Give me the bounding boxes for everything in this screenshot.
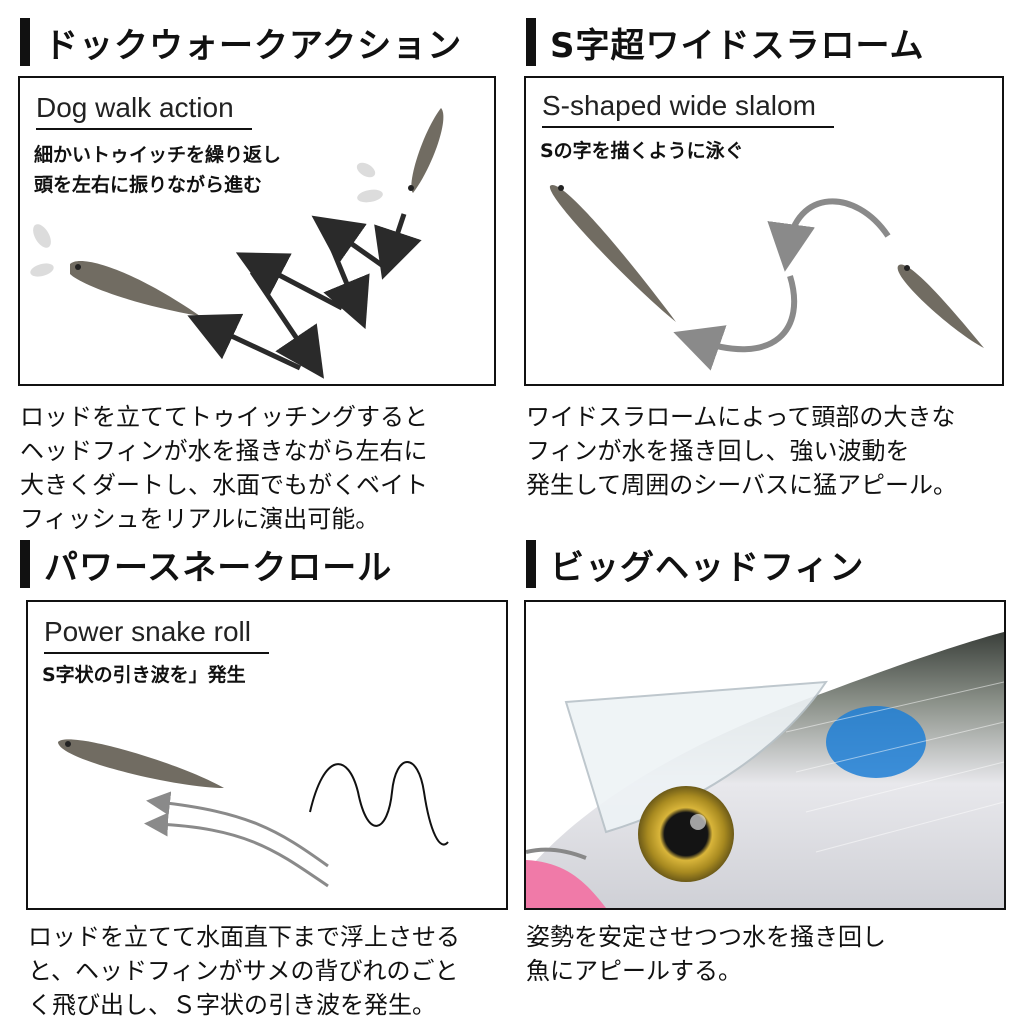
lure-icon (408, 108, 444, 193)
section-description: ロッドを立ててトゥイッチングすると ヘッドフィンが水を掻きながら左右に 大きくダ… (20, 400, 428, 536)
section-header: S字超ワイドスラローム (526, 16, 924, 68)
description-line: 魚にアピールする。 (526, 957, 742, 985)
section-title: ドックウォークアクション (44, 25, 463, 66)
illustration-panel: Power snake roll S字状の引き波を」発生 (26, 600, 508, 910)
description-line: ロッドを立てて水面直下まで浮上させる (28, 923, 460, 951)
description-line: ヘッドフィンが水を掻きながら左右に (20, 437, 428, 465)
arrow-icon (146, 791, 329, 868)
description-line: く飛び出し、Ｓ字状の引き波を発生。 (28, 991, 436, 1019)
section-description: ワイドスラロームによって頭部の大きな フィンが水を掻き回し、強い波動を 発生して… (526, 400, 957, 502)
section-header: パワースネークロール (20, 538, 392, 590)
section-header: ドックウォークアクション (20, 16, 462, 68)
lure-head-photo (526, 602, 1004, 908)
description-line: 発生して周囲のシーバスに猛アピール。 (526, 471, 958, 499)
slalom-arrows (673, 198, 891, 371)
arrow-icon (187, 313, 302, 371)
english-caption: S-shaped wide slalom (542, 90, 834, 128)
description-line: ロッドを立ててトゥイッチングすると (20, 403, 428, 431)
section-title: S字超ワイドスラローム (550, 25, 925, 66)
japanese-caption: Sの字を描くように泳ぐ (540, 136, 744, 166)
header-bar (20, 540, 30, 588)
lure-icon (70, 260, 200, 316)
section-dog-walk: ドックウォークアクション Dog walk action 細かいトゥイッチを繰り… (18, 16, 500, 533)
arrow-icon (323, 237, 370, 330)
header-bar (526, 540, 536, 588)
section-s-slalom: S字超ワイドスラローム S-shaped wide slalom Sの字を描くよ… (524, 16, 1006, 526)
zigzag-arrows (187, 213, 422, 379)
arrow-icon (374, 213, 422, 280)
pink-chin-icon (526, 860, 606, 908)
lure-icon (897, 264, 984, 348)
caption-line: 頭を左右に振りながら進む (34, 174, 263, 196)
english-caption: Dog walk action (36, 92, 252, 130)
curved-arrow-icon (767, 198, 891, 272)
slalom-diagram (549, 184, 984, 371)
description-line: と、ヘッドフィンがサメの背びれのごと (28, 957, 459, 985)
description-line: 姿勢を安定させつつ水を掻き回し (526, 923, 886, 951)
lure-icon (549, 184, 676, 322)
blue-spot-icon (826, 706, 926, 778)
scale-pattern (785, 681, 1004, 853)
section-snake-roll: パワースネークロール Power snake roll S字状の引き波を」発生 (20, 538, 510, 1024)
eye-icon (638, 786, 734, 882)
arrow-icon (144, 812, 329, 888)
section-title: パワースネークロール (44, 547, 393, 588)
japanese-caption: 細かいトゥイッチを繰り返し 頭を左右に振りながら進む (34, 140, 281, 200)
header-bar (20, 18, 30, 66)
english-caption: Power snake roll (44, 616, 269, 654)
caption-line: 細かいトゥイッチを繰り返し (34, 144, 282, 166)
section-title: ビッグヘッドフィン (550, 547, 865, 588)
hook-eye-icon (526, 847, 587, 860)
curved-arrow-icon (673, 275, 798, 371)
description-line: ワイドスラロームによって頭部の大きな (526, 403, 956, 431)
description-line: フィッシュをリアルに演出可能。 (20, 505, 380, 533)
wake-lines (144, 791, 329, 888)
illustration-panel: Dog walk action 細かいトゥイッチを繰り返し 頭を左右に振りながら… (18, 76, 496, 386)
section-header: ビッグヘッドフィン (526, 538, 864, 590)
splash-icon (30, 162, 383, 277)
head-fin-icon (564, 680, 828, 834)
photo-panel (524, 600, 1006, 910)
header-bar (526, 18, 536, 66)
description-line: 大きくダートし、水面でもがくベイト (20, 471, 428, 499)
description-line: フィンが水を掻き回し、強い波動を (526, 437, 910, 465)
lure-icon (58, 739, 224, 788)
caption-line: S字状の引き波を」発生 (42, 664, 246, 686)
caption-line: Sの字を描くように泳ぐ (540, 140, 744, 162)
japanese-caption: S字状の引き波を」発生 (42, 660, 246, 690)
dog-walk-diagram (30, 108, 444, 379)
snake-roll-diagram (58, 739, 449, 888)
illustration-panel: S-shaped wide slalom Sの字を描くように泳ぐ (524, 76, 1004, 386)
section-big-head-fin: ビッグヘッドフィン (524, 538, 1006, 1024)
section-description: 姿勢を安定させつつ水を掻き回し 魚にアピールする。 (526, 920, 886, 988)
s-wave-line (309, 761, 449, 846)
section-description: ロッドを立てて水面直下まで浮上させる と、ヘッドフィンがサメの背びれのごと く飛… (28, 920, 460, 1022)
